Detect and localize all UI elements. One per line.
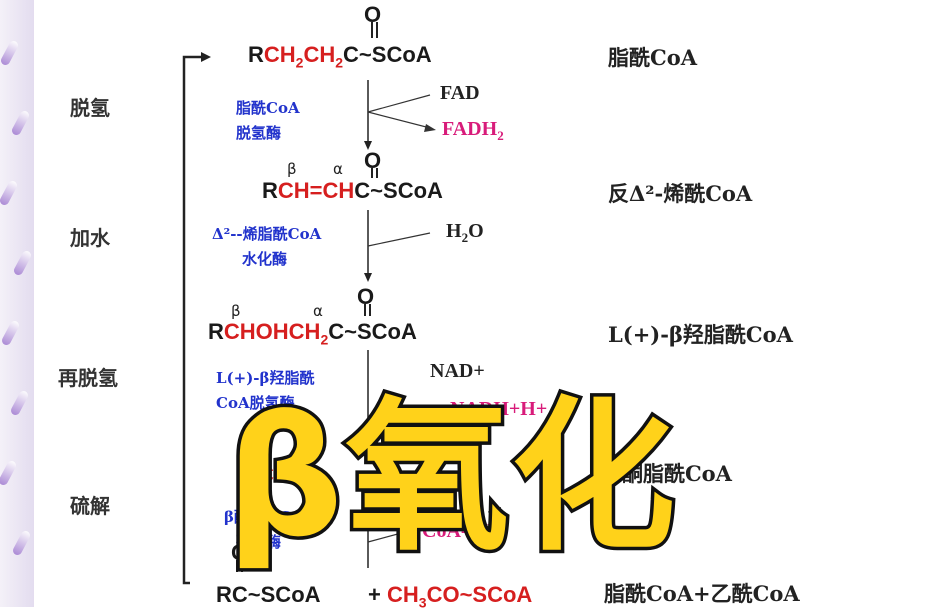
carbonyl-oxygen: O <box>364 2 382 27</box>
molecule-acyl-coa: RCH2CH2C~SCoA <box>248 42 432 71</box>
molecule-enoyl-coa: RCH=CHC~SCoA <box>262 178 443 203</box>
name-hydroxyacyl-coa: L(+)-β羟脂酰CoA <box>608 322 793 347</box>
stage-re-dehydrogenation: 再脱氢 <box>58 366 118 390</box>
molecule-acyl-coa-shortened: RC~SCoA <box>216 582 321 607</box>
cofactor-fadh2: FADH2 <box>442 118 504 143</box>
overlay-title: β氧化 <box>222 379 678 577</box>
name-ketoacyl-coa: β酮脂酰CoA <box>608 461 732 486</box>
name-acyl-coa: 脂酰CoA <box>608 45 698 70</box>
molecule-ketoacyl-coa: CO <box>258 462 291 487</box>
name-enoyl-coa: 反Δ²-烯酰CoA <box>608 181 753 206</box>
cofactor-h2o: H2O <box>446 220 484 245</box>
alpha-label: α <box>333 160 343 178</box>
cofactor-nad: NAD+ <box>430 360 485 382</box>
molecule-hydroxyacyl-coa: RCHOHCH2C~SCoA <box>208 319 417 348</box>
name-products: 脂酰CoA+乙酰CoA <box>604 581 800 606</box>
carbonyl-oxygen: O <box>364 148 382 173</box>
beta-label: β <box>231 302 241 320</box>
cofactor-nadh: NADH+H+ <box>450 398 548 420</box>
carbonyl-oxygen: O <box>357 284 375 309</box>
alpha-label: α <box>313 302 323 320</box>
stage-hydration: 加水 <box>70 226 110 250</box>
carbonyl-oxygen: O <box>231 540 249 565</box>
decorative-strip <box>0 0 34 607</box>
cofactor-fad: FAD <box>440 82 480 104</box>
cofactor-coa-sh: CoA-SH <box>422 520 495 542</box>
molecule-acetyl-coa: + CH3CO~SCoA <box>368 582 533 610</box>
beta-label: β <box>287 160 297 178</box>
stage-thiolysis: 硫解 <box>70 494 110 518</box>
stage-dehydrogenation: 脱氢 <box>70 96 110 120</box>
